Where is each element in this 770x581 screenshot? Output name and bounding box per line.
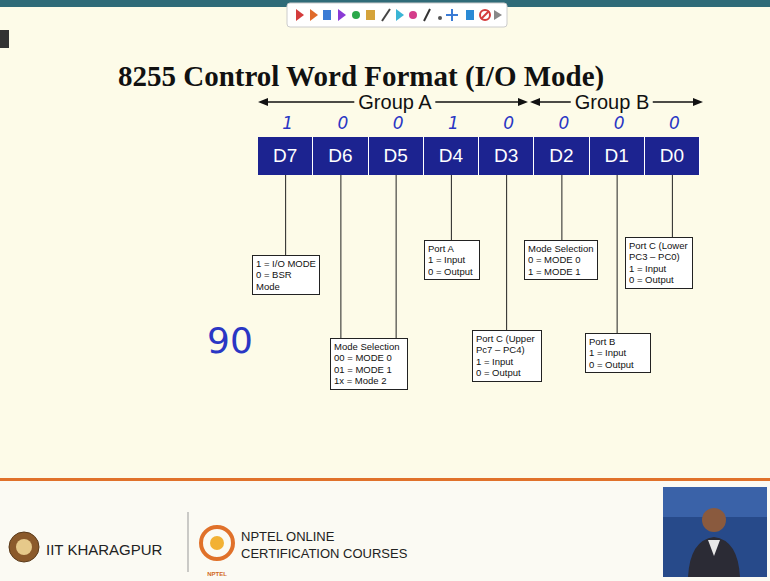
- bit-cell: D4: [424, 137, 479, 175]
- bit-cell: D5: [369, 137, 424, 175]
- box-text: 00 = MODE 0: [334, 352, 404, 363]
- box-text: 0 = MODE 0: [528, 254, 594, 265]
- box-text: Port B: [589, 336, 647, 347]
- group-label: Group B: [571, 91, 653, 114]
- institute-name: IIT KHARAGPUR: [46, 541, 162, 558]
- description-box: Mode Selection0 = MODE 01 = MODE 1: [524, 240, 598, 280]
- box-text: Mode Selection: [528, 243, 594, 254]
- box-text: 1 = Input: [476, 356, 538, 367]
- bit-cell: D0: [645, 137, 700, 175]
- group-label: Group A: [354, 91, 435, 114]
- leader-line: [340, 175, 341, 338]
- box-text: 1 = MODE 1: [528, 266, 594, 277]
- box-text: 0 = Output: [476, 367, 538, 378]
- leader-line: [561, 175, 562, 240]
- description-box: Port C (Lower PC3 – PC0)1 = Input0 = Out…: [625, 237, 693, 289]
- box-text: 1 = I/O MODE: [256, 258, 316, 269]
- bit-cell: D7: [258, 137, 313, 175]
- box-text: Port C (Lower PC3 – PC0): [629, 240, 689, 263]
- logo-text: NPTEL: [207, 571, 227, 577]
- box-text: 1 = Input: [428, 254, 476, 265]
- handwritten-bit: 0: [614, 113, 625, 133]
- handwritten-bit: 0: [558, 113, 569, 133]
- course-line: CERTIFICATION COURSES: [241, 546, 407, 561]
- box-text: 1x = Mode 2: [334, 375, 404, 386]
- description-box: Port B1 = Input0 = Output: [585, 333, 651, 373]
- box-text: 0 = Output: [428, 266, 476, 277]
- leader-line: [672, 175, 673, 237]
- box-text: Mode Selection: [334, 341, 404, 352]
- description-box: Port A1 = Input0 = Output: [424, 240, 480, 280]
- bit-cell: D6: [313, 137, 368, 175]
- handwritten-bit: 1: [448, 113, 459, 133]
- leader-line: [285, 175, 286, 255]
- box-text: 1 = Input: [589, 347, 647, 358]
- box-text: 0 = Output: [629, 274, 689, 285]
- bit-name: D7: [273, 145, 297, 167]
- box-text: Port A: [428, 243, 476, 254]
- box-text: 0 = Output: [589, 359, 647, 370]
- description-box: Mode Selection00 = MODE 001 = MODE 11x =…: [330, 338, 408, 390]
- box-text: 1 = Input: [629, 263, 689, 274]
- slide-title: 8255 Control Word Format (I/O Mode): [118, 60, 604, 93]
- leader-line: [617, 175, 618, 333]
- handwritten-bit: 1: [282, 113, 293, 133]
- box-text: 01 = MODE 1: [334, 364, 404, 375]
- box-text: Port C (Upper Pc7 – PC4): [476, 333, 538, 356]
- handwritten-bit: 0: [503, 113, 514, 133]
- handwritten-bit: 0: [669, 113, 680, 133]
- description-box: Port C (Upper Pc7 – PC4)1 = Input0 = Out…: [472, 330, 542, 382]
- bit-cell: D1: [590, 137, 645, 175]
- bit-name: D4: [439, 145, 463, 167]
- bit-cell: D2: [534, 137, 589, 175]
- box-text: 0 = BSR Mode: [256, 269, 316, 292]
- handwritten-bit: 0: [337, 113, 348, 133]
- bit-name: D2: [549, 145, 573, 167]
- bit-name: D1: [604, 145, 628, 167]
- bit-cell: D3: [479, 137, 534, 175]
- bit-name: D0: [660, 145, 684, 167]
- leader-line: [506, 175, 507, 330]
- handwritten-hex: 90: [207, 320, 253, 361]
- handwritten-bit: 0: [393, 113, 404, 133]
- bit-name: D6: [328, 145, 352, 167]
- leader-line: [396, 175, 397, 338]
- leader-line: [451, 175, 452, 240]
- bit-name: D5: [383, 145, 407, 167]
- course-line: NPTEL ONLINE: [241, 529, 334, 544]
- bit-name: D3: [494, 145, 518, 167]
- description-box: 1 = I/O MODE0 = BSR Mode: [252, 255, 320, 295]
